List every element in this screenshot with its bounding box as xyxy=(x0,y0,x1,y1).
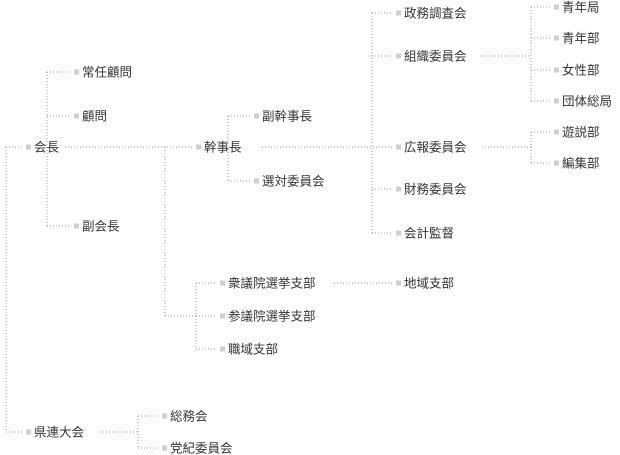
node-label: 顧問 xyxy=(82,109,107,124)
node-bullet-icon xyxy=(396,10,401,16)
node-bullet-icon xyxy=(74,223,79,229)
node-label: 団体総局 xyxy=(562,94,612,109)
node-label: 青年局 xyxy=(562,0,600,15)
node-label: 選対委員会 xyxy=(262,174,325,189)
node-bullet-icon xyxy=(554,160,559,166)
node-label: 青年部 xyxy=(562,31,600,46)
node-label: 会長 xyxy=(34,140,60,155)
node-bullet-icon xyxy=(554,35,559,41)
node-label: 財務委員会 xyxy=(404,182,467,197)
node-label: 広報委員会 xyxy=(404,140,467,155)
node-label: 組織委員会 xyxy=(404,49,467,64)
node-bullet-icon xyxy=(26,429,31,435)
node-jonin-komon: 常任顧問 xyxy=(74,65,132,80)
node-bullet-icon xyxy=(396,144,401,150)
node-dantai: 団体総局 xyxy=(554,94,612,109)
node-seimu: 政務調査会 xyxy=(396,6,467,21)
node-bullet-icon xyxy=(220,346,225,352)
node-kaikei: 会計監督 xyxy=(396,226,454,241)
node-label: 政務調査会 xyxy=(404,6,467,21)
node-yuzei: 遊説部 xyxy=(554,125,600,140)
node-label: 副幹事長 xyxy=(262,109,313,124)
node-label: 幹事長 xyxy=(204,140,242,155)
node-bullet-icon xyxy=(396,53,401,59)
node-bullet-icon xyxy=(254,113,259,119)
node-bullet-icon xyxy=(26,144,31,150)
node-bullet-icon xyxy=(220,313,225,319)
node-komon: 顧問 xyxy=(74,109,107,124)
node-kaicho: 会長 xyxy=(26,140,60,155)
node-shokuiki: 職域支部 xyxy=(220,342,278,357)
node-fuku-kanjicho: 副幹事長 xyxy=(254,109,313,124)
node-shugiin: 衆議院選挙支部 xyxy=(220,276,316,291)
node-seinenbu: 青年部 xyxy=(554,31,600,46)
node-bullet-icon xyxy=(554,67,559,73)
node-label: 県連大会 xyxy=(34,425,85,440)
node-sentai: 選対委員会 xyxy=(254,174,325,189)
node-toki: 党紀委員会 xyxy=(162,441,233,455)
node-bullet-icon xyxy=(396,280,401,286)
node-bullet-icon xyxy=(396,230,401,236)
node-kenren: 県連大会 xyxy=(26,425,85,440)
node-label: 党紀委員会 xyxy=(170,441,233,455)
node-label: 職域支部 xyxy=(228,342,278,357)
node-bullet-icon xyxy=(196,144,201,150)
node-bullet-icon xyxy=(396,186,401,192)
node-label: 編集部 xyxy=(562,156,600,171)
node-seinenkyoku: 青年局 xyxy=(554,0,600,15)
connector-lines xyxy=(5,6,550,449)
node-bullet-icon xyxy=(74,69,79,75)
node-bullet-icon xyxy=(554,129,559,135)
node-henshu: 編集部 xyxy=(554,156,600,171)
node-fuku-kaicho: 副会長 xyxy=(74,219,120,234)
node-somukai: 総務会 xyxy=(162,409,208,424)
node-label: 常任顧問 xyxy=(82,65,132,80)
node-soshiki: 組織委員会 xyxy=(396,49,467,64)
node-bullet-icon xyxy=(74,113,79,119)
node-bullet-icon xyxy=(554,4,559,10)
node-bullet-icon xyxy=(162,445,167,451)
node-label: 総務会 xyxy=(170,409,208,424)
node-label: 女性部 xyxy=(562,63,600,78)
node-label: 地域支部 xyxy=(404,276,454,291)
node-label: 参議院選挙支部 xyxy=(228,309,316,324)
node-chiiki: 地域支部 xyxy=(396,276,454,291)
node-zaimu: 財務委員会 xyxy=(396,182,467,197)
node-label: 遊説部 xyxy=(562,125,600,140)
node-label: 会計監督 xyxy=(404,226,454,241)
node-label: 副会長 xyxy=(82,219,120,234)
node-bullet-icon xyxy=(162,413,167,419)
node-koho: 広報委員会 xyxy=(396,140,467,155)
node-bullet-icon xyxy=(554,98,559,104)
node-bullet-icon xyxy=(220,280,225,286)
node-sangiin: 参議院選挙支部 xyxy=(220,309,316,324)
node-bullet-icon xyxy=(254,178,259,184)
node-kanjicho: 幹事長 xyxy=(196,140,242,155)
node-joseibu: 女性部 xyxy=(554,63,600,78)
node-label: 衆議院選挙支部 xyxy=(228,276,316,291)
